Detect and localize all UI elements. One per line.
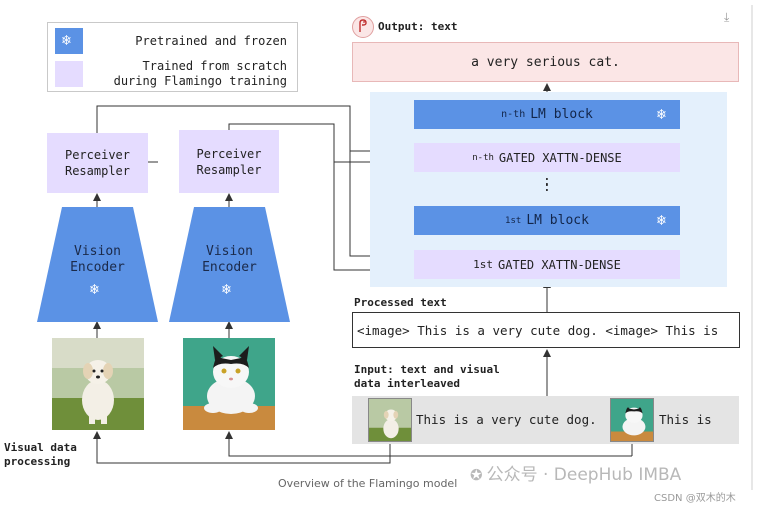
vision-encoder-left (37, 207, 158, 322)
perceiver-resampler-right: Perceiver Resampler (179, 130, 279, 193)
input-heading: Input: text and visual data interleaved (354, 363, 500, 390)
vision-encoder-right (169, 207, 290, 322)
legend: ❄ Pretrained and frozen Trained from scr… (47, 22, 298, 92)
first-gated-xattn-dense: 1st GATED XATTN-DENSE (414, 250, 680, 279)
input-text-segment-1: This is a very cute dog. (416, 412, 597, 427)
dog-image (52, 338, 144, 430)
input-dog-thumbnail (368, 398, 412, 442)
snowflake-icon: ❄ (222, 280, 232, 298)
output-text: a very serious cat. (471, 54, 620, 70)
legend-frozen-label: Pretrained and frozen (135, 34, 287, 48)
nth-lm-block: n-th LM block ❄ (414, 100, 680, 129)
nth-gated-xattn-dense: n-th GATED XATTN-DENSE (414, 143, 680, 172)
processed-text-heading: Processed text (354, 296, 447, 309)
legend-frozen-swatch: ❄ (55, 28, 83, 54)
legend-trained-label: Trained from scratch during Flamingo tra… (113, 59, 287, 88)
snowflake-icon: ❄ (656, 211, 666, 229)
first-lm-block: 1st LM block ❄ (414, 206, 680, 235)
output-text-box: a very serious cat. (352, 42, 739, 82)
processed-text: <image> This is a very cute dog. <image>… (357, 322, 719, 338)
figure-caption: Overview of the Flamingo model (278, 477, 458, 490)
processed-text-box: <image> This is a very cute dog. <image>… (352, 312, 740, 348)
watermark: ✪公众号 · DeepHub IMBA (470, 465, 682, 485)
vision-encoder-right-label: Vision Encoder (202, 244, 257, 275)
stack-ellipsis: : : (543, 174, 551, 195)
parrot-icon (352, 16, 374, 38)
vision-encoder-left-label: Vision Encoder (70, 244, 125, 275)
legend-trained-swatch (55, 61, 83, 87)
cat-image (183, 338, 275, 430)
output-label: Output: text (378, 20, 458, 33)
snowflake-icon: ❄ (90, 280, 100, 298)
wechat-icon: ✪ (470, 466, 483, 484)
perceiver-resampler-left: Perceiver Resampler (47, 133, 148, 193)
visual-data-processing-label: Visual data processing (4, 441, 77, 468)
snowflake-icon: ❄ (656, 105, 666, 123)
input-text-segment-2: This is (659, 412, 712, 427)
csdn-credit: CSDN @双木的木 (654, 493, 736, 504)
download-icon[interactable]: ⤓ (724, 10, 730, 24)
interleaved-input-bar: This is a very cute dog. This is (352, 396, 739, 444)
snowflake-icon: ❄ (62, 31, 72, 49)
input-cat-thumbnail (610, 398, 654, 442)
